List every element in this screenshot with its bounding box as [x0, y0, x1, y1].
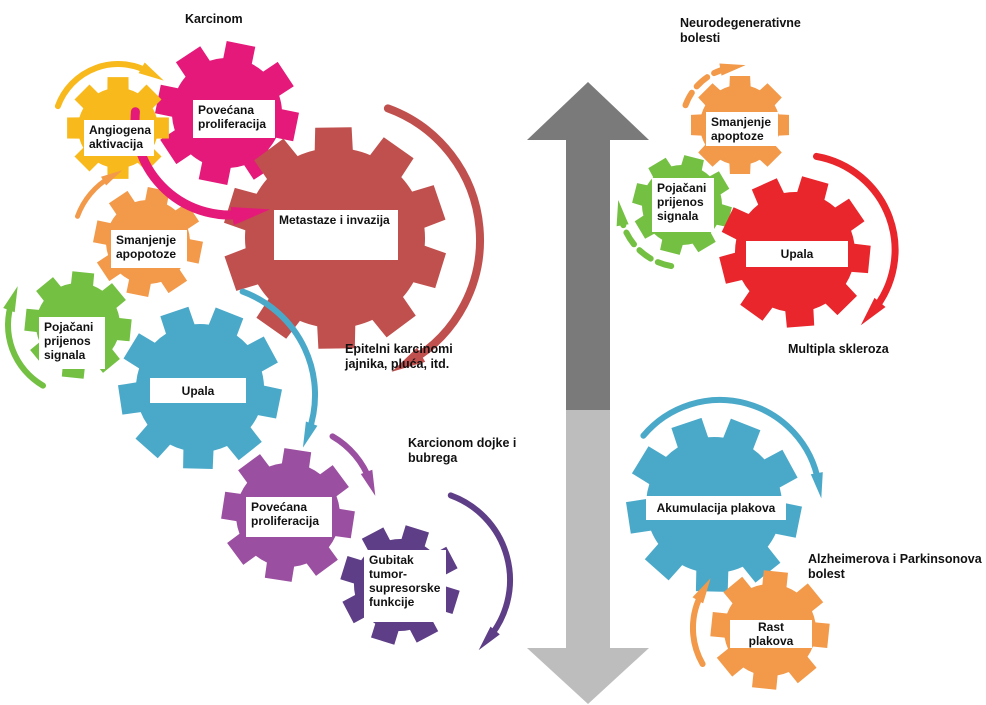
- caption-alzheimer-parkinson: Alzheimerova i Parkinsonova bolest: [808, 552, 982, 581]
- caption-karcinom: Karcinom: [185, 12, 243, 26]
- label-gubitak-tumor-supresorske: Gubitak tumor-supresorske funkcije: [364, 550, 446, 622]
- arrow-arc-yellow: [54, 61, 153, 110]
- label-rast-plakova: Rast plakova: [730, 620, 812, 648]
- arrow-arc-red-right: [813, 152, 899, 315]
- arrow-arc-orange-right-head: [719, 63, 746, 76]
- arrow-arc-yellow-head: [138, 62, 164, 81]
- label-angiogena-aktivacija: Angiogena aktivacija: [84, 120, 154, 156]
- arrow-arc-orange-bottom-head: [692, 578, 711, 604]
- arrow-arc-green-left-head: [3, 286, 18, 313]
- label-upala-right: Upala: [746, 241, 848, 267]
- label-smanjenje-apoptoze: Smanjenje apoptoze: [706, 112, 778, 146]
- label-povecana-proliferacija-bottom: Povećana proliferacija: [246, 497, 332, 537]
- arrow-arc-blue-right-head: [810, 472, 823, 499]
- arrow-arc-green-left: [5, 298, 46, 389]
- caption-epitelni-karcinomi: Epitelni karcinomi jajnika, pluća, itd.: [345, 342, 453, 371]
- arrow-arc-dark-purple: [447, 492, 514, 641]
- arrow-arc-orange-bottom: [690, 589, 706, 667]
- label-akumulacija-plakova: Akumulacija plakova: [646, 496, 786, 520]
- caption-neurodegenerativne: Neurodegenerativne bolesti: [680, 16, 801, 45]
- arrow-arc-magenta-head: [230, 207, 271, 226]
- caption-karcinom-dojke: Karcionom dojke i bubrega: [408, 436, 517, 465]
- arrow-lower-shaft: [566, 410, 610, 650]
- arrow-arc-orange-left-head: [101, 170, 122, 186]
- central-double-arrow: [527, 82, 649, 704]
- arrow-arc-blue-left: [239, 288, 318, 436]
- arrow-arc-red-head: [391, 347, 426, 372]
- arrow-arc-blue-left-head: [302, 421, 318, 448]
- arrow-arc-red-right-head: [860, 297, 886, 326]
- arrow-down-head: [527, 648, 649, 704]
- label-smanjenje-apopotoze: Smanjenje apopotoze: [111, 230, 187, 268]
- arrow-up-head: [527, 82, 649, 140]
- caption-multipla-skleroza: Multipla skleroza: [788, 342, 889, 356]
- label-pojacani-prijenos-signala-right: Pojačani prijenos signala: [652, 178, 714, 232]
- arrow-arc-green-right-head: [616, 200, 629, 227]
- arrow-arc-dark-purple-head: [478, 626, 500, 651]
- label-pojacani-prijenos-signala: Pojačani prijenos signala: [39, 317, 105, 369]
- arrow-upper-shaft: [566, 139, 610, 411]
- arrow-arc-purple-head: [360, 469, 376, 496]
- arrow-arc-red: [383, 104, 484, 366]
- label-metastaze-invazija: Metastaze i invazija: [274, 210, 398, 260]
- label-povecana-proliferacija-top: Povećana proliferacija: [193, 100, 275, 138]
- arrow-arc-blue-right: [640, 396, 822, 486]
- label-upala-left: Upala: [150, 378, 246, 403]
